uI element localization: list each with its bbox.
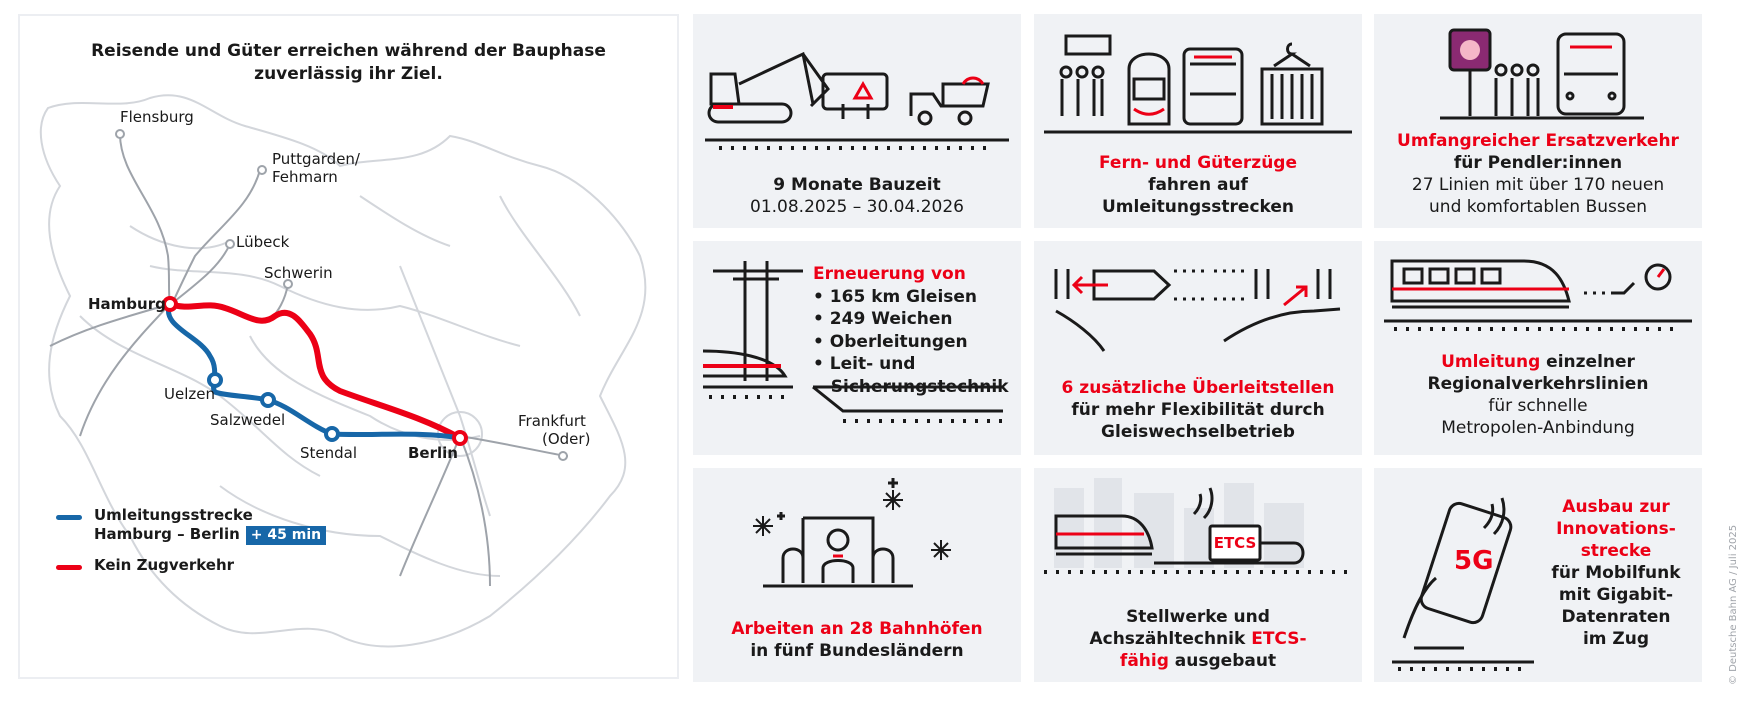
crossovers-red: 6 zusätzliche Überleitstellen xyxy=(1061,378,1335,398)
map-title: Reisende und Güter erreichen während der… xyxy=(91,41,606,84)
5g-label: 5G xyxy=(1454,546,1494,576)
city-salzwedel: Salzwedel xyxy=(210,411,286,429)
tile-construction-time: 9 Monate Bauzeit 01.08.2025 – 30.04.2026 xyxy=(693,14,1021,228)
etcs-line3-rest: ausgebaut xyxy=(1168,651,1277,671)
crossovers-line2: für mehr Flexibilität durch xyxy=(1071,400,1325,420)
city-uelzen: Uelzen xyxy=(164,385,215,403)
city-schwerin: Schwerin xyxy=(264,264,333,282)
city-luebeck: Lübeck xyxy=(236,233,290,251)
tile-regional-rerouting: Umleitung einzelner Regionalverkehrslini… xyxy=(1374,241,1702,455)
legend-blue-swatch xyxy=(56,515,82,520)
station-building-icon xyxy=(753,478,951,588)
bus-stop-icon xyxy=(1440,28,1644,120)
reroute-line3: für schnelle xyxy=(1488,396,1588,416)
reroute-red: Umleitung xyxy=(1441,352,1541,372)
excavator-icon xyxy=(705,51,1009,150)
etcs-badge: ETCS xyxy=(1213,534,1257,552)
crossover-track-icon xyxy=(1054,269,1341,352)
city-dots xyxy=(115,129,568,461)
regional-train-icon xyxy=(1384,259,1692,331)
stations-line2: in fünf Bundesländern xyxy=(750,641,964,661)
renewal-heading: Erneuerung von xyxy=(813,264,966,284)
replacement-red: Umfangreicher Ersatzverkehr xyxy=(1397,131,1679,151)
innovation-line4: für Mobilfunk xyxy=(1551,563,1681,583)
legend-detour-line1: Umleitungsstrecke xyxy=(94,506,253,524)
renewal-list: • 165 km Gleisen • 249 Weichen • Oberlei… xyxy=(813,286,1009,399)
innovation-line6: Datenraten xyxy=(1561,607,1671,627)
tile-crossovers: 6 zusätzliche Überleitstellen für mehr F… xyxy=(1034,241,1362,455)
innovation-line5: mit Gigabit- xyxy=(1558,585,1674,605)
phone-5g-icon xyxy=(1392,497,1534,671)
reroute-line1-rest: einzelner xyxy=(1540,352,1635,372)
legend-closed-label: Kein Zugverkehr xyxy=(94,556,235,574)
renewal-item: • 165 km Gleisen xyxy=(813,286,978,307)
city-oder: (Oder) xyxy=(542,430,591,448)
etcs-line2-red: ETCS- xyxy=(1251,629,1307,649)
city-frankfurt: Frankfurt xyxy=(518,412,586,430)
innovation-red2: Innovations- xyxy=(1556,519,1676,539)
replacement-line3: 27 Linien mit über 170 neuen xyxy=(1411,175,1665,195)
legend-detour-line2: Hamburg – Berlin xyxy=(94,525,240,543)
city-puttgarden: Puttgarden/ xyxy=(272,150,360,168)
construction-dates: 01.08.2025 – 30.04.2026 xyxy=(750,197,964,217)
city-berlin: Berlin xyxy=(408,444,458,462)
tile-5g: 5G Ausbau zur Innovations- strecke für M… xyxy=(1374,468,1702,682)
renewal-item: • Leit- und xyxy=(813,354,916,374)
map-panel: Reisende und Güter erreichen während der… xyxy=(18,14,679,679)
copyright: © Deutsche Bahn AG / Juli 2025 xyxy=(1728,524,1739,685)
replacement-line4: und komfortablen Bussen xyxy=(1429,197,1647,217)
etcs-line2a: Achszähltechnik xyxy=(1089,629,1252,649)
innovation-red1: Ausbau zur xyxy=(1562,497,1670,517)
reroute-line4: Metropolen-Anbindung xyxy=(1441,418,1635,438)
detour-route-line xyxy=(165,301,463,441)
freight-trains-line2: fahren auf xyxy=(1148,175,1248,195)
delay-badge: + 45 min xyxy=(245,526,327,545)
route-stations xyxy=(162,296,468,446)
trains-icon xyxy=(1044,34,1352,134)
rail-map xyxy=(39,94,647,648)
tile-replacement-service: Umfangreicher Ersatzverkehr für Pendler:… xyxy=(1374,14,1702,228)
replacement-line2: für Pendler:innen xyxy=(1453,153,1623,173)
etcs-line3-red: fähig xyxy=(1119,651,1169,671)
freight-trains-line3: Umleitungsstrecken xyxy=(1101,197,1295,217)
tile-renewal: Erneuerung von • 165 km Gleisen • 249 We… xyxy=(693,241,1021,455)
city-fehmarn: Fehmarn xyxy=(272,168,338,186)
innovation-red3: strecke xyxy=(1580,541,1652,561)
closed-route-line xyxy=(167,301,463,441)
overhead-line-train-icon xyxy=(702,261,1003,423)
reroute-line2: Regionalverkehrslinien xyxy=(1427,374,1649,394)
crossovers-line3: Gleiswechselbetrieb xyxy=(1101,422,1295,442)
freight-trains-red: Fern- und Güterzüge xyxy=(1099,153,1297,173)
stations-red: Arbeiten an 28 Bahnhöfen xyxy=(731,619,983,639)
renewal-item: • Oberleitungen xyxy=(813,331,968,352)
legend-red-swatch xyxy=(56,565,82,570)
city-flensburg: Flensburg xyxy=(120,108,194,126)
renewal-item: • 249 Weichen xyxy=(813,309,953,329)
tile-stations: Arbeiten an 28 Bahnhöfen in fünf Bundesl… xyxy=(693,468,1021,682)
etcs-train-icon xyxy=(1044,478,1352,574)
construction-duration: 9 Monate Bauzeit xyxy=(773,175,941,195)
city-hamburg: Hamburg xyxy=(88,295,166,313)
etcs-line1: Stellwerke und xyxy=(1126,607,1270,627)
tile-etcs: ETCS Stellwerke und Achszähltechnik ETCS… xyxy=(1034,468,1362,682)
innovation-line7: im Zug xyxy=(1582,629,1650,649)
tile-long-distance-trains: Fern- und Güterzüge fahren auf Umleitung… xyxy=(1034,14,1362,228)
city-stendal: Stendal xyxy=(300,444,358,462)
renewal-item: Sicherungstechnik xyxy=(830,376,1009,397)
